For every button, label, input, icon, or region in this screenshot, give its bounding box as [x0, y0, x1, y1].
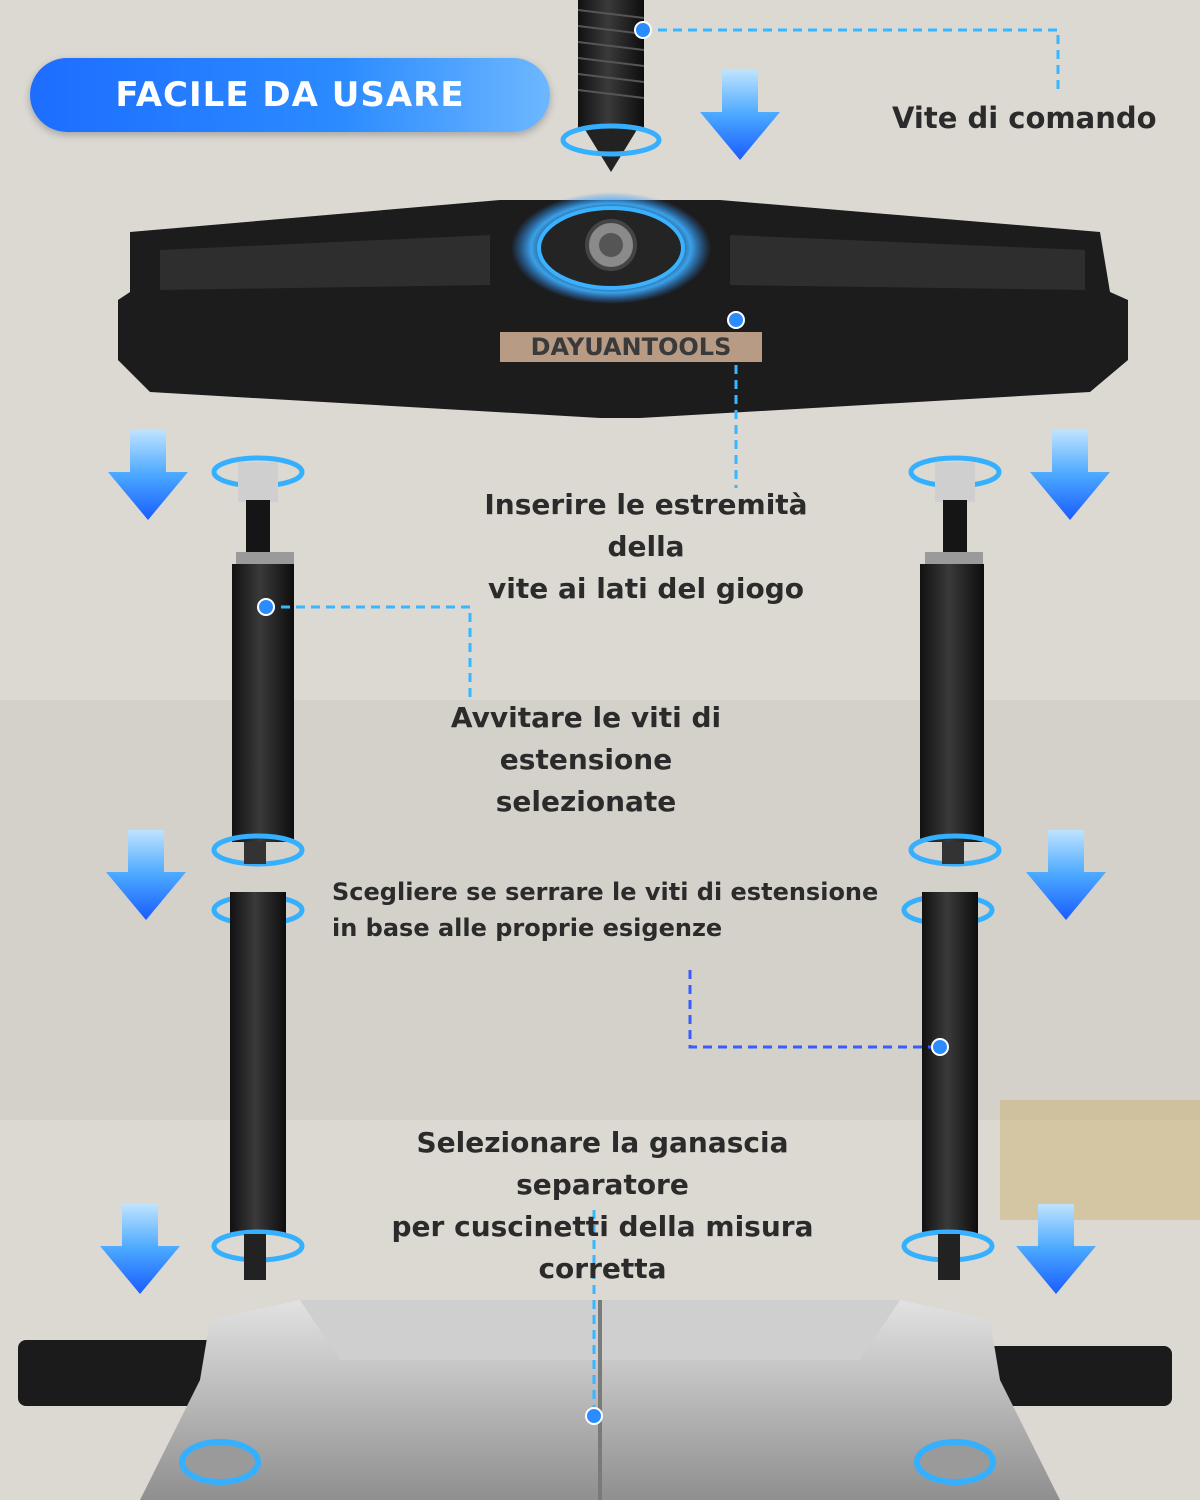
leader-lines: [266, 28, 1060, 1416]
leader-dot-icon: [585, 1407, 603, 1425]
label-tighten-extension: Scegliere se serrare le viti di estensio…: [332, 874, 892, 946]
leader-dot-icon: [931, 1038, 949, 1056]
background-garage-shade: [0, 700, 1200, 1120]
label-tighten-extension-line1: Scegliere se serrare le viti di estensio…: [332, 878, 879, 906]
yoke: [118, 192, 1128, 418]
leader-dot-icon: [634, 21, 652, 39]
label-select-jaw-line2: per cuscinetti della misura corretta: [391, 1210, 814, 1285]
ring-highlight-icon: [560, 123, 662, 157]
label-screw-extension-line2: selezionate: [495, 785, 677, 818]
label-select-jaw-line1: Selezionare la ganascia separatore: [416, 1126, 789, 1201]
label-insert-ends-line1: Inserire le estremità della: [484, 488, 808, 563]
label-insert-ends-line2: vite ai lati del giogo: [488, 572, 804, 605]
ring-highlight-icon: [914, 1439, 996, 1485]
headline-badge-label: FACILE DA USARE: [115, 75, 465, 115]
ring-highlight-icon: [179, 1439, 261, 1485]
brand-logo: DAYUANTOOLS: [500, 332, 762, 362]
headline-badge: FACILE DA USARE: [30, 58, 550, 132]
forcing-screw: [560, 0, 662, 172]
leader-line-dark: [688, 970, 940, 1049]
label-tighten-extension-line2: in base alle proprie esigenze: [332, 914, 723, 942]
leader-dot-icon: [727, 311, 745, 329]
leader-dot-icon: [257, 598, 275, 616]
label-screw-extension-line1: Avvitare le viti di estensione: [450, 701, 722, 776]
label-forcing-screw-text: Vite di comando: [892, 101, 1157, 135]
label-forcing-screw: Vite di comando: [892, 97, 1157, 141]
label-screw-extension: Avvitare le viti di estensione seleziona…: [368, 697, 804, 823]
label-insert-ends: Inserire le estremità della vite ai lati…: [446, 484, 846, 610]
background-shelf: [1000, 1100, 1200, 1220]
right-extension-assembly: [901, 455, 1002, 1280]
separator-jaw: [18, 1300, 1172, 1500]
label-select-jaw: Selezionare la ganascia separatore per c…: [330, 1122, 875, 1290]
